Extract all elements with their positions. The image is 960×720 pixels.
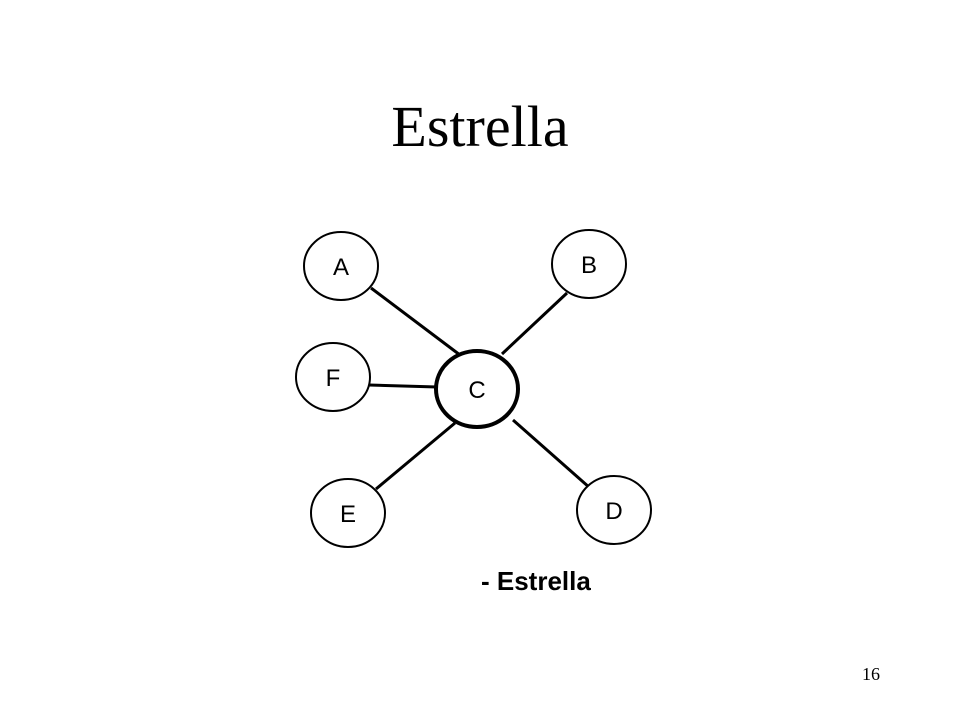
edge-c-d	[512, 418, 591, 490]
node-b-label: B	[581, 252, 597, 279]
node-e: E	[310, 478, 386, 548]
node-c-label: C	[468, 377, 485, 404]
node-d-label: D	[605, 498, 622, 525]
node-b: B	[551, 229, 627, 299]
node-f-label: F	[326, 365, 341, 392]
node-a-label: A	[333, 254, 349, 281]
diagram-caption: - Estrella	[481, 566, 591, 596]
node-f: F	[295, 342, 371, 412]
node-d: D	[576, 475, 652, 545]
node-c-hub: C	[434, 349, 520, 429]
slide-title: Estrella	[391, 94, 569, 159]
node-a: A	[303, 231, 379, 301]
edge-c-b	[500, 291, 569, 356]
page-number: 16	[862, 664, 880, 684]
edge-c-f	[368, 383, 438, 389]
edge-c-a	[370, 286, 461, 357]
edge-c-e	[375, 421, 456, 491]
node-e-label: E	[340, 501, 356, 528]
